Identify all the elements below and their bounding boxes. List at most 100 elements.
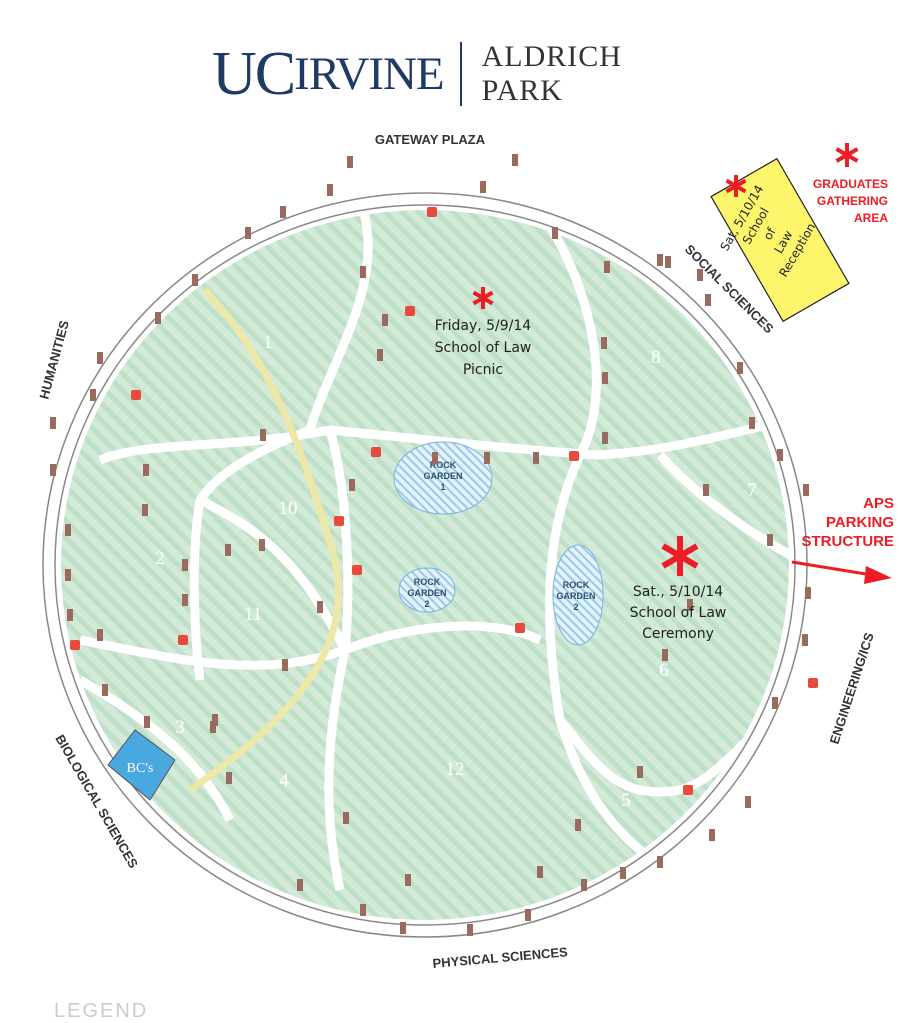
lamp-icon	[697, 269, 703, 281]
lamp-icon	[533, 452, 539, 464]
picnic-line2: School of Law	[435, 340, 532, 356]
lamp-icon	[343, 812, 349, 824]
logo-irvine: IRVINE	[294, 48, 444, 100]
reception-asterisk-icon	[725, 175, 747, 197]
lamp-icon	[709, 829, 715, 841]
section-5: 5	[621, 790, 631, 811]
lamp-icon	[467, 924, 473, 936]
emergency-phone-icon	[427, 207, 437, 217]
section-11: 11	[244, 604, 262, 625]
lamp-icon	[65, 524, 71, 536]
park-line1: ALDRICH	[481, 40, 622, 73]
lamp-icon	[405, 874, 411, 886]
lamp-icon	[226, 772, 232, 784]
logo-uc: UC	[212, 40, 296, 108]
rock-garden-label: GARDEN	[423, 471, 462, 481]
section-3: 3	[175, 717, 185, 738]
gathering-line3: AREA	[854, 211, 888, 225]
picnic-asterisk-icon	[472, 287, 494, 309]
lamp-icon	[525, 909, 531, 921]
parking-line1: APS	[863, 495, 894, 512]
lamp-icon	[67, 609, 73, 621]
lamp-icon	[382, 314, 388, 326]
label-humanities: HUMANITIES	[36, 318, 72, 400]
section-2: 2	[155, 548, 165, 569]
rock-garden-label: 1	[440, 482, 445, 492]
picnic-line1: Friday, 5/9/14	[435, 318, 531, 334]
ceremony-line1: Sat., 5/10/14	[633, 584, 723, 600]
lamp-icon	[327, 184, 333, 196]
lamp-icon	[601, 337, 607, 349]
lamp-icon	[259, 539, 265, 551]
lamp-icon	[745, 796, 751, 808]
section-7: 7	[747, 480, 757, 501]
parking-line3: STRUCTURE	[802, 533, 895, 550]
lamp-icon	[102, 684, 108, 696]
lamp-icon	[602, 372, 608, 384]
label-engineering-ics: ENGINEERING/ICS	[827, 630, 877, 746]
rock-garden-label: 2	[573, 602, 578, 612]
lamp-icon	[480, 181, 486, 193]
section-6: 6	[659, 660, 669, 681]
lamp-icon	[703, 484, 709, 496]
lamp-icon	[803, 484, 809, 496]
rock-garden-2-east	[552, 544, 604, 646]
picnic-line3: Picnic	[463, 362, 503, 378]
lamp-icon	[65, 569, 71, 581]
lamp-icon	[705, 294, 711, 306]
section-4: 4	[279, 770, 289, 791]
emergency-phone-icon	[371, 447, 381, 457]
section-10: 10	[279, 498, 298, 519]
lamp-icon	[192, 274, 198, 286]
lamp-markers	[50, 154, 818, 936]
rock-garden-label: ROCK	[563, 580, 590, 590]
yellow-path	[188, 287, 342, 793]
lamp-icon	[662, 649, 668, 661]
gathering-line1: GRADUATES	[813, 177, 888, 191]
lamp-icon	[349, 479, 355, 491]
lamp-icon	[581, 879, 587, 891]
logo-divider	[459, 42, 462, 106]
emergency-phone-icon	[569, 451, 579, 461]
rock-garden-label: ROCK	[414, 577, 441, 587]
lamp-icon	[657, 856, 663, 868]
ceremony-asterisk-icon	[661, 536, 699, 576]
lamp-icon	[400, 922, 406, 934]
lamp-icon	[620, 867, 626, 879]
parking-arrow-icon	[791, 560, 892, 584]
lamp-icon	[97, 629, 103, 641]
lamp-icon	[484, 452, 490, 464]
lamp-icon	[260, 429, 266, 441]
lamp-icon	[512, 154, 518, 166]
emergency-phone-icon	[352, 565, 362, 575]
lamp-icon	[777, 449, 783, 461]
lamp-icon	[317, 601, 323, 613]
emergency-phone-icon	[70, 640, 80, 650]
emergency-phone-icon	[515, 623, 525, 633]
rock-garden-label: ROCK	[430, 460, 457, 470]
lamp-icon	[90, 389, 96, 401]
lamp-icon	[575, 819, 581, 831]
emergency-phone-icon	[808, 678, 818, 688]
label-physical-sciences: PHYSICAL SCIENCES	[432, 944, 569, 971]
lamp-icon	[552, 227, 558, 239]
lamp-icon	[637, 766, 643, 778]
park-line2: PARK	[481, 74, 563, 107]
lamp-icon	[282, 659, 288, 671]
lamp-icon	[537, 866, 543, 878]
lamp-icon	[604, 261, 610, 273]
parking-line2: PARKING	[826, 514, 894, 531]
ceremony-line3: Ceremony	[642, 626, 714, 642]
gathering-asterisk-icon	[835, 143, 859, 167]
section-1: 1	[263, 332, 273, 353]
gathering-line2: GATHERING	[817, 194, 888, 208]
lamp-icon	[155, 312, 161, 324]
lamp-icon	[225, 544, 231, 556]
emergency-phone-icon	[405, 306, 415, 316]
emergency-phone-icon	[178, 635, 188, 645]
lamp-icon	[297, 879, 303, 891]
legend-title: LEGEND	[54, 1000, 149, 1022]
rock-garden-label: 2	[424, 599, 429, 609]
bcs-label: BC's	[127, 761, 154, 776]
